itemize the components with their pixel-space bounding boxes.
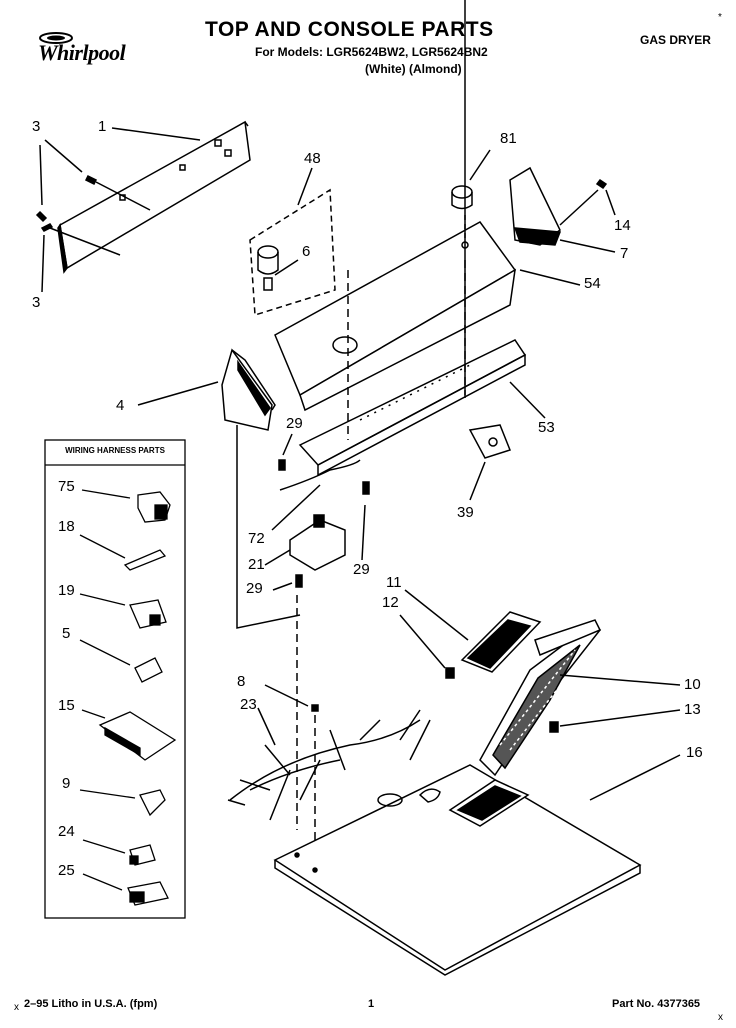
part-10-control-panel <box>479 619 602 777</box>
callout-75: 75 <box>58 478 75 495</box>
callout-24: 24 <box>58 823 75 840</box>
callout-39: 39 <box>457 504 474 521</box>
part-54-console-top <box>274 221 517 412</box>
brand-name: Whirlpool <box>38 40 126 65</box>
part-4-end-bracket <box>221 348 276 431</box>
callout-10: 10 <box>684 676 701 693</box>
callout-23: 23 <box>240 696 257 713</box>
callout-81: 81 <box>500 130 517 147</box>
colors-line: (White) (Almond) <box>365 62 462 76</box>
wiring-harness-box <box>44 439 186 919</box>
callout-1: 1 <box>98 118 107 135</box>
part-6-knob <box>257 245 279 291</box>
callout-5: 5 <box>62 625 71 642</box>
part-16-dryer-top <box>273 764 642 976</box>
callout-6: 6 <box>302 243 311 260</box>
callout-54: 54 <box>584 275 601 292</box>
callout-29c: 29 <box>246 580 263 597</box>
product-type: GAS DRYER <box>640 33 711 47</box>
part-1-console-back-panel <box>57 120 251 274</box>
callout-7: 7 <box>620 245 629 262</box>
part-7-end-cap <box>509 166 562 246</box>
callout-8: 8 <box>237 673 246 690</box>
footer-part-number: Part No. 4377365 <box>612 998 701 1010</box>
footer-right-mark: x <box>718 1012 723 1023</box>
callout-25: 25 <box>58 862 75 879</box>
callout-14: 14 <box>614 217 631 234</box>
callout-48: 48 <box>304 150 321 167</box>
footer-page-number: 1 <box>368 998 375 1010</box>
callout-72: 72 <box>248 530 265 547</box>
part-53-rail <box>298 339 527 477</box>
page-title: TOP AND CONSOLE PARTS <box>205 18 494 41</box>
whirlpool-logo: Whirlpool <box>36 30 166 70</box>
callout-4: 4 <box>116 397 125 414</box>
callout-29a: 29 <box>286 415 303 432</box>
part-21-timer <box>289 514 346 571</box>
callout-3a: 3 <box>32 118 41 135</box>
models-line: For Models: LGR5624BW2, LGR5624BN2 <box>255 45 488 59</box>
callout-13: 13 <box>684 701 701 718</box>
corner-mark: * <box>718 12 722 23</box>
footer-left-mark: x <box>14 1002 19 1013</box>
logo-swirl-icon <box>39 32 73 44</box>
harness-box-title: WIRING HARNESS PARTS <box>65 446 165 455</box>
callout-53: 53 <box>538 419 555 436</box>
callout-18: 18 <box>58 518 75 535</box>
callout-11: 11 <box>386 574 402 591</box>
callout-21: 21 <box>248 556 265 573</box>
callout-29b: 29 <box>353 561 370 578</box>
part-23-wiring-harness <box>227 709 431 821</box>
footer-litho: 2–95 Litho in U.S.A. (fpm) <box>24 998 158 1010</box>
callout-15: 15 <box>58 697 75 714</box>
callout-12: 12 <box>382 594 399 611</box>
callout-19: 19 <box>58 582 75 599</box>
part-11-panel <box>460 611 542 673</box>
callout-3c: 3 <box>32 294 41 311</box>
callout-16: 16 <box>686 744 703 761</box>
callout-9: 9 <box>62 775 71 792</box>
part-81-knob <box>451 185 473 210</box>
part-39-bracket <box>468 424 511 459</box>
